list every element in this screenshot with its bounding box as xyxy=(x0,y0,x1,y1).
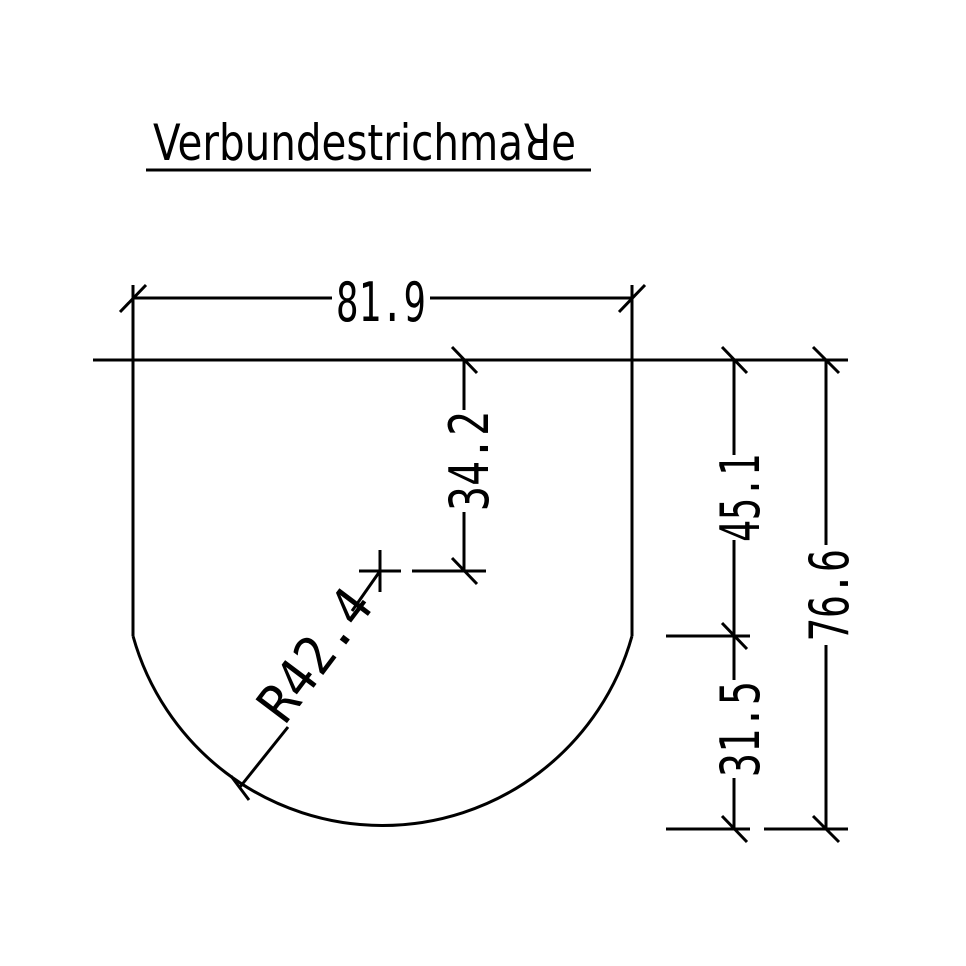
dimension-width: 81.9 xyxy=(118,271,647,334)
dimension-center-height: 34.2 xyxy=(412,345,501,586)
dimension-total-height: 76.6 xyxy=(764,345,861,844)
dimension-radius: R42.4 xyxy=(229,570,386,801)
straight-height-label: 45.1 xyxy=(709,454,772,542)
radius-label: R42.4 xyxy=(245,576,386,734)
center-height-label: 34.2 xyxy=(438,411,501,511)
dimension-inner-column: 45.1 31.5 xyxy=(666,345,772,844)
total-height-label: 76.6 xyxy=(798,549,861,641)
arc-height-label: 31.5 xyxy=(709,681,772,777)
bottom-arc xyxy=(131,635,634,827)
drawing-title: Verbundestrichmaꓤe xyxy=(153,114,576,172)
width-label: 81.9 xyxy=(336,271,426,334)
